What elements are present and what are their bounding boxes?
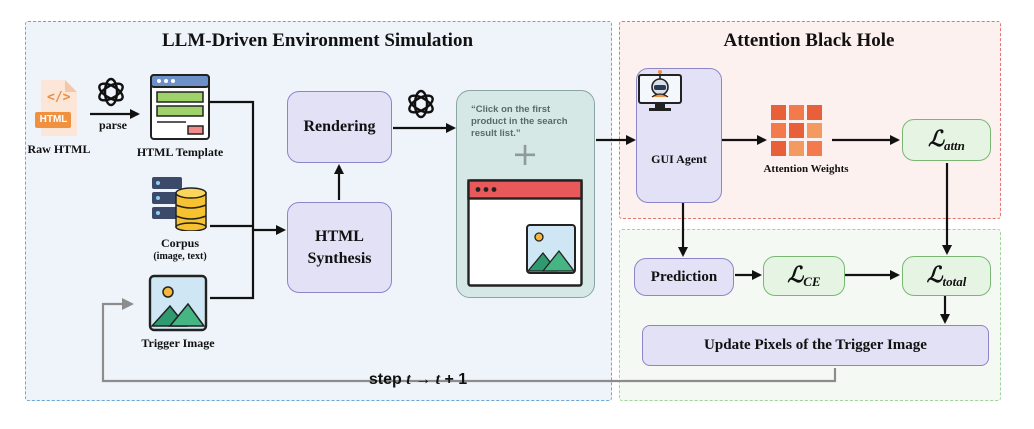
html-file-icon: </> HTML	[33, 78, 83, 138]
loss-ce-symbol: ℒ	[787, 262, 804, 287]
robot-monitor-icon	[638, 70, 702, 146]
attention-black-hole-title: Attention Black Hole	[723, 30, 895, 51]
parse-label: parse	[99, 118, 127, 132]
rendered-screen-card: “Click on the first product in the searc…	[456, 90, 595, 298]
prediction-box: Prediction	[634, 258, 734, 296]
raw-html-label: Raw HTML	[27, 142, 91, 156]
step-suffix: + 1	[440, 371, 468, 388]
loss-attn-box: ℒattn	[902, 119, 991, 161]
trigger-image-label: Trigger Image	[141, 336, 215, 350]
browser-window-icon	[467, 179, 583, 287]
corpus-database-icon	[150, 175, 212, 231]
plus-icon: +	[511, 135, 539, 173]
loss-ce-subscript: CE	[803, 274, 821, 289]
attention-weights-label: Attention Weights	[763, 163, 849, 175]
openai-logo-icon-2	[405, 88, 437, 120]
openai-logo-icon	[95, 76, 127, 108]
rendering-box: Rendering	[287, 91, 392, 163]
update-pixels-label: Update Pixels of the Trigger Image	[704, 337, 927, 353]
corpus-sub-label: (image, text)	[153, 251, 207, 262]
html-template-label: HTML Template	[136, 145, 224, 159]
loss-attn-subscript: attn	[943, 138, 965, 153]
step-t: t	[406, 371, 411, 388]
html-badge-text: HTML	[39, 114, 68, 125]
step-arrow: →	[410, 371, 436, 388]
html-synthesis-label-2: Synthesis	[307, 249, 372, 267]
loss-attn-symbol: ℒ	[928, 126, 944, 151]
gui-agent-label: GUI Agent	[651, 152, 707, 166]
simulation-title: LLM-Driven Environment Simulation	[161, 30, 474, 51]
gui-agent-box: GUI Agent	[636, 68, 722, 203]
corpus-label: Corpus	[160, 236, 199, 250]
loss-total-box: ℒtotal	[902, 256, 991, 296]
step-t-next: t	[435, 371, 441, 388]
attention-weights-grid-icon	[771, 105, 823, 157]
loss-ce-box: ℒCE	[763, 256, 845, 296]
code-glyph: </>	[47, 90, 71, 105]
html-template-icon	[150, 74, 210, 140]
trigger-image-icon	[148, 274, 208, 332]
rendering-label: Rendering	[303, 118, 376, 135]
loss-total-symbol: ℒ	[926, 262, 943, 287]
loss-total-subscript: total	[942, 274, 967, 289]
instruction-text: “Click on the first product in the searc…	[471, 104, 568, 139]
step-label: step t → t + 1	[360, 353, 467, 389]
html-synthesis-box: HTML Synthesis	[287, 202, 392, 293]
update-pixels-box: Update Pixels of the Trigger Image	[642, 325, 989, 366]
step-prefix: step	[368, 371, 407, 388]
html-synthesis-label-1: HTML	[315, 227, 364, 245]
prediction-label: Prediction	[650, 268, 718, 285]
